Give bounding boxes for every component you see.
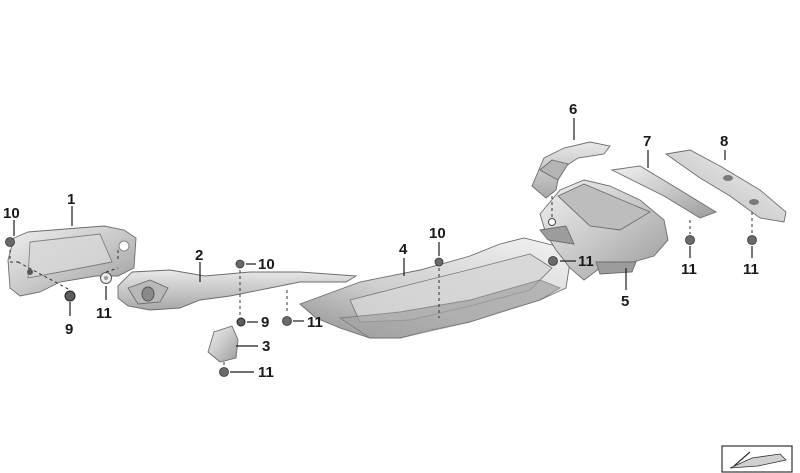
heat-shield-part-6 <box>531 141 611 199</box>
fastener-nut-10-b <box>235 259 245 269</box>
callout-11-d: 11 <box>578 253 594 270</box>
fastener-nut-11-a <box>100 272 112 284</box>
callout-9-b: 9 <box>261 314 269 331</box>
heat-shield-part-1 <box>7 225 137 297</box>
bracket-part-3 <box>207 325 239 363</box>
callout-10-b: 10 <box>258 256 275 273</box>
fastener-nut-11-f <box>747 235 757 245</box>
callout-9-a: 9 <box>65 321 73 338</box>
heat-shield-part-2 <box>117 269 358 311</box>
fastener-washer-9-a <box>64 290 76 302</box>
callout-10-a: 10 <box>3 205 20 222</box>
heat-shield-part-8 <box>664 149 787 223</box>
callout-11-a: 11 <box>96 305 112 322</box>
callout-10-c: 10 <box>429 225 446 242</box>
callout-1: 1 <box>67 191 75 208</box>
callout-11-e: 11 <box>681 261 697 278</box>
sheet-metal-icon <box>721 445 793 473</box>
callout-3: 3 <box>262 338 270 355</box>
heat-shield-part-4 <box>299 237 571 339</box>
fastener-nut-11-d <box>548 256 558 266</box>
fastener-nut-11-b <box>282 316 292 326</box>
fastener-nut-10-c <box>434 257 444 267</box>
callout-11-c: 11 <box>258 364 274 381</box>
fastener-nut-11-c <box>219 367 229 377</box>
callout-11-f: 11 <box>743 261 759 278</box>
callout-5: 5 <box>621 293 629 310</box>
callout-4: 4 <box>399 241 408 258</box>
callout-2: 2 <box>195 247 203 264</box>
fastener-nut-10-a <box>5 237 15 247</box>
heat-shield-part-5 <box>539 179 669 281</box>
callout-11-b: 11 <box>307 314 323 331</box>
fastener-washer-9-b <box>236 317 246 327</box>
heat-shield-part-7 <box>610 165 718 219</box>
callout-8: 8 <box>720 133 728 150</box>
callout-6: 6 <box>569 101 577 118</box>
callout-7: 7 <box>643 133 651 150</box>
fastener-clip-6 <box>548 218 556 226</box>
fastener-nut-11-e <box>685 235 695 245</box>
